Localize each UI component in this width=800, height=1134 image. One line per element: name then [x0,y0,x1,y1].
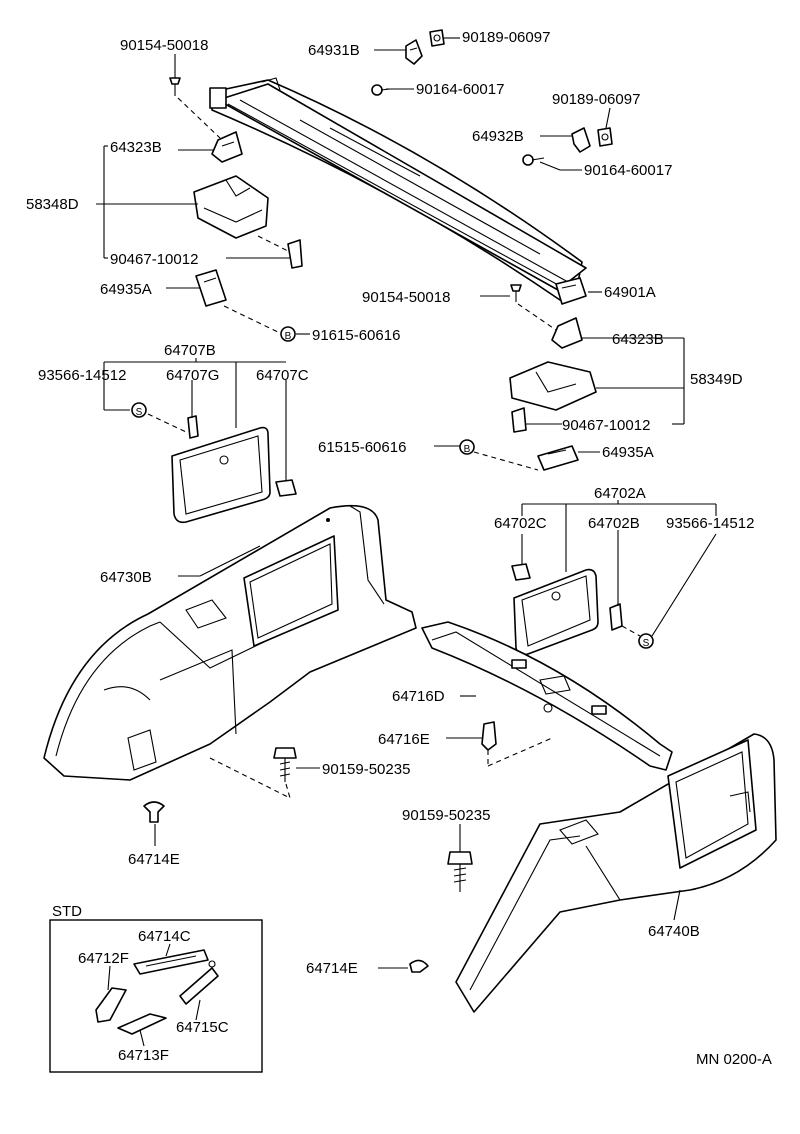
leader-lines [96,37,717,1047]
end-cap-64901a [555,277,587,305]
tonneau-cover [209,77,587,301]
label-64702c: 64702C [494,515,547,532]
circle-mark-s-2: S [643,638,650,649]
side-trim-64740b [455,733,777,1013]
circle-mark-b-2: B [464,444,471,455]
label-61515-60616: 61515-60616 [318,439,406,456]
push-clip-64714e-a [143,801,165,823]
screw-90159-50235-a [273,747,297,782]
clip-64707g [187,415,199,439]
label-64931b: 64931B [308,42,360,59]
lid-64707b [171,426,271,524]
bracket-64931b [405,39,423,65]
clip-nut-90189-06097-a [429,29,445,47]
bracket-64935a-right [537,445,579,471]
label-58349d: 58349D [690,371,743,388]
label-64323b-b: 64323B [612,331,664,348]
knob-64702c [511,563,531,581]
label-64702b: 64702B [588,515,640,532]
circle-symbols: S B B S [131,326,654,649]
holder-58349d [509,361,597,411]
label-90154-50018-b: 90154-50018 [362,289,450,306]
label-64932b: 64932B [472,128,524,145]
label-64901a: 64901A [604,284,656,301]
bracket-64323b-left [211,131,243,163]
holder-58348d [193,175,269,239]
label-90189-06097-b: 90189-06097 [552,91,640,108]
screw-90154-50018-a [169,77,181,96]
label-64707b: 64707B [164,342,216,359]
label-64323b-a: 64323B [110,139,162,156]
label-64716e: 64716E [378,731,430,748]
label-64935a-b: 64935A [602,444,654,461]
label-64702a: 64702A [594,485,646,502]
label-93566-14512-b: 93566-14512 [666,515,754,532]
side-trim-64730b [43,504,417,781]
label-std: STD [52,903,82,920]
knob-64707c [275,479,297,497]
label-64714c: 64714C [138,928,191,945]
label-64712f: 64712F [78,950,129,967]
clip-nut-90189-06097-b [597,127,613,147]
label-90154-50018-a: 90154-50018 [120,37,208,54]
label-90164-60017-a: 90164-60017 [416,81,504,98]
diagram-code: MN 0200-A [696,1051,772,1068]
lid-64702a [513,568,599,656]
bracket-64932b [571,127,591,153]
label-64713f: 64713F [118,1047,169,1064]
screw-90159-50235-b [447,851,473,892]
label-64740b: 64740B [648,923,700,940]
label-93566-14512-a: 93566-14512 [38,367,126,384]
label-64715c: 64715C [176,1019,229,1036]
clip-90467-10012-b [511,407,527,433]
push-clip-64714e-b [409,959,429,973]
center-trim-64716d [421,621,673,771]
screw-90164-60017-a [371,84,391,96]
label-58348d: 58348D [26,196,79,213]
label-90164-60017-b: 90164-60017 [584,162,672,179]
std-parts-group [95,949,219,1035]
clip-64716e [481,721,497,751]
label-90467-10012-b: 90467-10012 [562,417,650,434]
bracket-64323b-right [551,317,583,349]
label-64714e-a: 64714E [128,851,180,868]
circle-mark-b-1: B [285,331,292,342]
label-64935a-a: 64935A [100,281,152,298]
label-64707c: 64707C [256,367,309,384]
bracket-64935a-left [195,269,227,307]
label-91615-60616: 91615-60616 [312,327,400,344]
label-90467-10012-a: 90467-10012 [110,251,198,268]
label-90189-06097-a: 90189-06097 [462,29,550,46]
std-box [49,919,263,1073]
screw-90164-60017-b [522,154,545,166]
label-64707g: 64707G [166,367,219,384]
part-labels: 90154-50018 64931B 90189-06097 90164-600… [26,29,772,1068]
clip-64702b [609,603,623,631]
circle-mark-s-1: S [136,407,143,418]
screw-90154-50018-b [510,284,522,302]
clip-90467-10012-a [287,239,303,269]
label-64730b: 64730B [100,569,152,586]
label-90159-50235-a: 90159-50235 [322,761,410,778]
label-64716d: 64716D [392,688,445,705]
label-90159-50235-b: 90159-50235 [402,807,490,824]
label-64714e-b: 64714E [306,960,358,977]
